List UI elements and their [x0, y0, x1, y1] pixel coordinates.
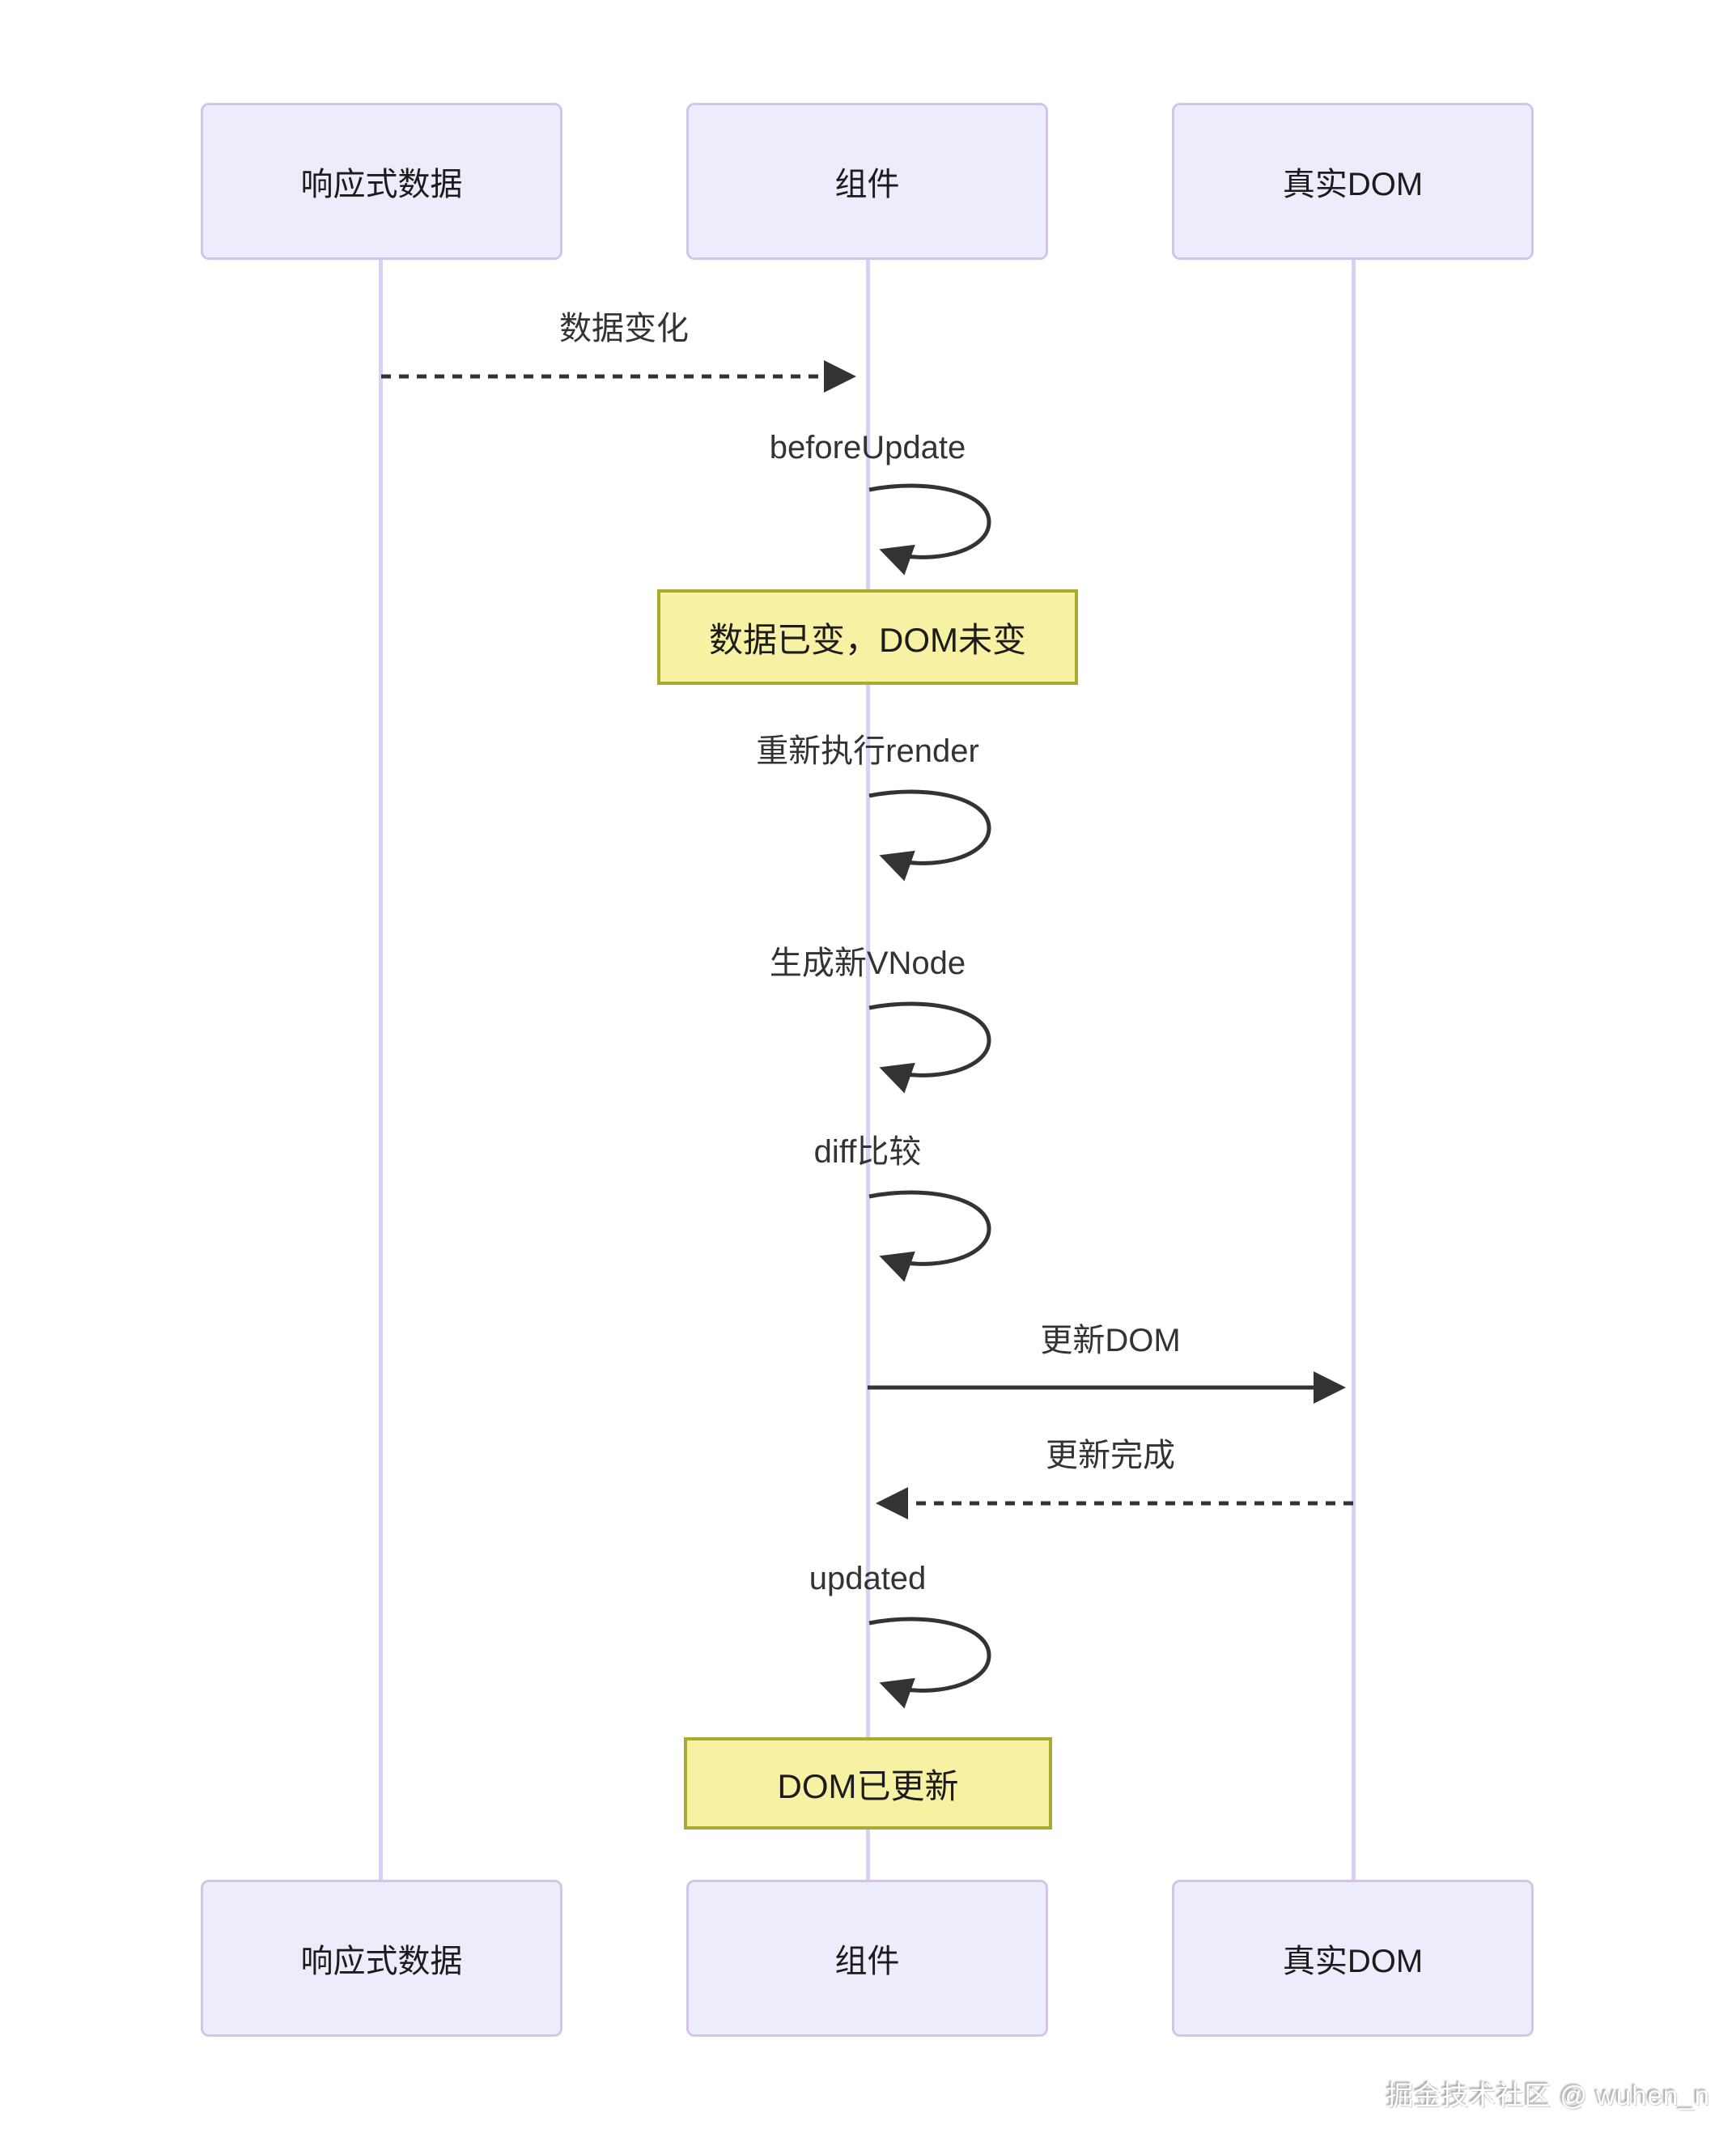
note-label: 数据已变，DOM未变 — [709, 620, 1026, 659]
actor-label: 响应式数据 — [300, 1944, 463, 1979]
actor-label: 组件 — [834, 1944, 900, 1979]
actor-label: 真实DOM — [1282, 167, 1424, 202]
message-label-updated: updated — [809, 1561, 927, 1596]
note-dom-updated: DOM已更新 — [684, 1737, 1052, 1830]
lifeline-reactive-data — [379, 260, 383, 1880]
message-label-update-done: 更新完成 — [1046, 1438, 1175, 1473]
message-label-update-dom: 更新DOM — [1040, 1323, 1181, 1358]
actor-bottom-real-dom: 真实DOM — [1172, 1880, 1534, 2037]
actor-bottom-reactive-data: 响应式数据 — [201, 1880, 562, 2037]
note-label: DOM已更新 — [777, 1766, 959, 1805]
actor-top-reactive-data: 响应式数据 — [201, 103, 562, 260]
self-loop-re-render — [868, 789, 991, 882]
actor-label: 真实DOM — [1282, 1944, 1424, 1979]
lifeline-real-dom — [1352, 260, 1356, 1880]
message-label-data-change: 数据变化 — [559, 311, 689, 346]
actor-bottom-component: 组件 — [686, 1880, 1048, 2037]
actor-top-component: 组件 — [686, 103, 1048, 260]
note-data-changed-dom-not: 数据已变，DOM未变 — [657, 589, 1078, 685]
actor-label: 组件 — [834, 167, 900, 202]
self-loop-before-update — [868, 483, 991, 576]
message-label-before-update: beforeUpdate — [769, 430, 966, 465]
actor-top-real-dom: 真实DOM — [1172, 103, 1534, 260]
self-loop-updated — [868, 1617, 991, 1709]
actor-label: 响应式数据 — [300, 167, 463, 202]
message-label-diff-compare: diff比较 — [813, 1134, 922, 1170]
watermark: 掘金技术社区 @ wuhen_n — [1386, 2080, 1710, 2110]
self-loop-diff-compare — [868, 1190, 991, 1282]
message-label-new-vnode: 生成新VNode — [769, 946, 966, 981]
self-loop-new-vnode — [868, 1001, 991, 1094]
message-label-re-render: 重新执行render — [756, 733, 979, 769]
lifeline-component — [866, 260, 870, 1880]
